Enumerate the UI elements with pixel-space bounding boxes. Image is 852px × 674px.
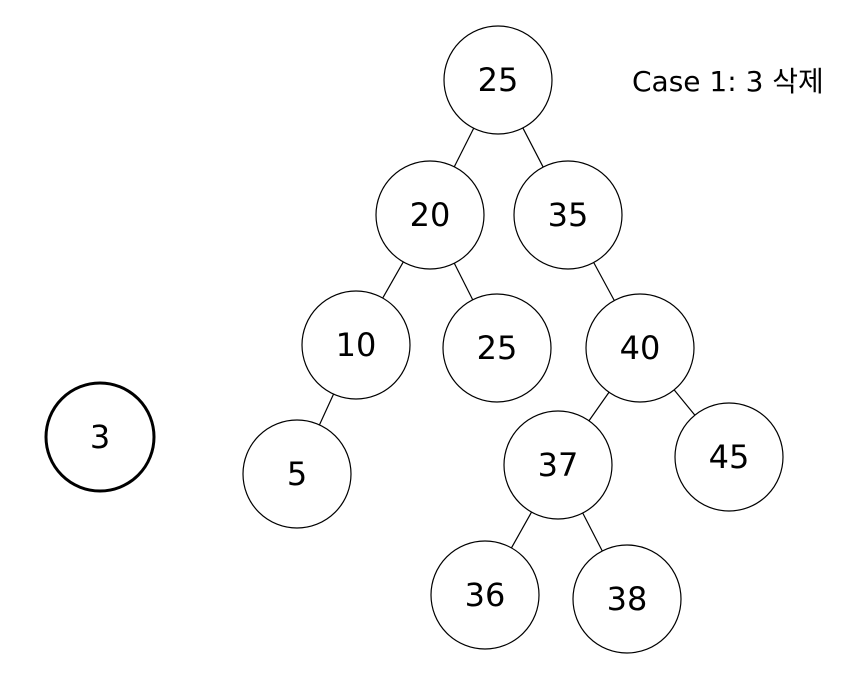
edge-n37-n36 (510, 511, 533, 549)
tree-node-36: 36 (430, 540, 540, 650)
node-circle (674, 402, 784, 512)
node-label: 5 (287, 455, 307, 493)
node-label: 20 (410, 196, 451, 234)
node-circle (585, 293, 695, 403)
tree-node-10: 10 (301, 290, 411, 400)
case-caption: Case 1: 3 삭제 (632, 65, 824, 98)
node-label: 45 (709, 438, 750, 476)
node-circle (301, 290, 411, 400)
node-circle (443, 25, 553, 135)
node-label: 40 (620, 329, 661, 367)
node-circle (442, 293, 552, 403)
node-label: 25 (478, 61, 519, 99)
node-circle (430, 540, 540, 650)
edge-n40-n45 (673, 389, 696, 416)
deleted-node-3: 3 (44, 381, 156, 493)
node-label: 38 (607, 580, 648, 618)
tree-node-45: 45 (674, 402, 784, 512)
node-label: 10 (336, 326, 377, 364)
node-label: 37 (538, 446, 579, 484)
node-circle (572, 544, 682, 654)
tree-node-35: 35 (513, 160, 623, 270)
tree-node-25: 25 (442, 293, 552, 403)
edge-n20-n10 (382, 261, 404, 299)
tree-node-25: 25 (443, 25, 553, 135)
node-label: 25 (477, 329, 518, 367)
edge-n25-n20 (453, 127, 475, 168)
node-circle (513, 160, 623, 270)
tree-node-38: 38 (572, 544, 682, 654)
node-circle (242, 419, 352, 529)
node-circle (375, 160, 485, 270)
tree-node-20: 20 (375, 160, 485, 270)
edge-n35-n40 (593, 262, 615, 301)
edges-layer (318, 127, 696, 552)
node-circle (503, 410, 613, 520)
tree-node-5: 5 (242, 419, 352, 529)
nodes-layer: 25 20 35 10 25 40 5 37 45 36 38 3 (44, 25, 784, 654)
edge-n40-n37 (588, 391, 610, 422)
node-label: 36 (465, 576, 506, 614)
edge-n10-n5 (318, 393, 335, 426)
edge-n37-n38 (582, 512, 603, 552)
edge-n20-n25b (453, 262, 474, 301)
node-label: 35 (548, 196, 589, 234)
node-circle (44, 381, 156, 493)
edge-n25-n35 (522, 127, 544, 168)
tree-node-37: 37 (503, 410, 613, 520)
node-label: 3 (90, 418, 110, 456)
tree-node-40: 40 (585, 293, 695, 403)
